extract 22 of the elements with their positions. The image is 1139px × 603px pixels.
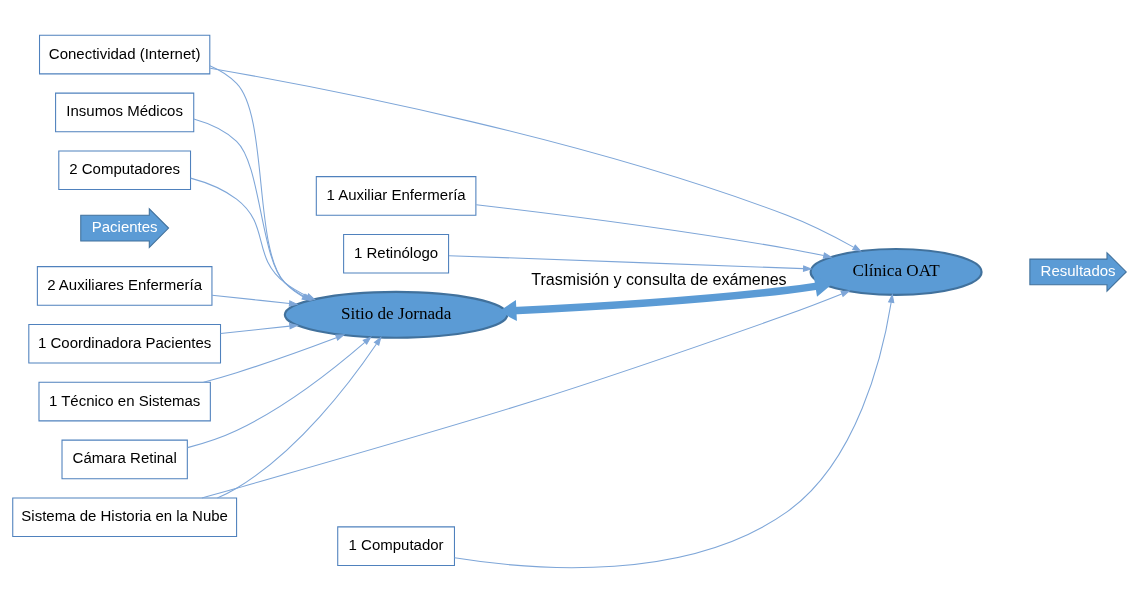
node-box: Sistema de Historia en la Nube [12, 497, 238, 538]
edge-label: Trasmisión y consulta de exámenes [531, 269, 787, 288]
node-box: Cámara Retinal [61, 439, 188, 480]
arrow [211, 294, 299, 307]
arrow [203, 334, 346, 383]
node-box: Insumos Médicos [55, 92, 195, 133]
arrow [187, 336, 372, 449]
node-box: 2 Auxiliares Enfermería [36, 266, 213, 306]
arrow [216, 336, 382, 499]
arrow [453, 293, 895, 569]
node-box: 1 Coordinadora Pacientes [28, 323, 222, 364]
arrow [209, 67, 862, 252]
node-box: 1 Retinólogo [343, 233, 450, 274]
arrow [475, 204, 833, 259]
node-box: 1 Auxiliar Enfermería [315, 176, 477, 216]
node-box: Conectividad (Internet) [39, 34, 211, 75]
node-box: 1 Técnico en Sistemas [38, 381, 211, 422]
arrow [448, 255, 813, 272]
node-box: 1 Computador [337, 526, 455, 566]
arrow [499, 275, 833, 322]
node-box: 2 Computadores [58, 150, 192, 191]
arrow [220, 322, 299, 335]
